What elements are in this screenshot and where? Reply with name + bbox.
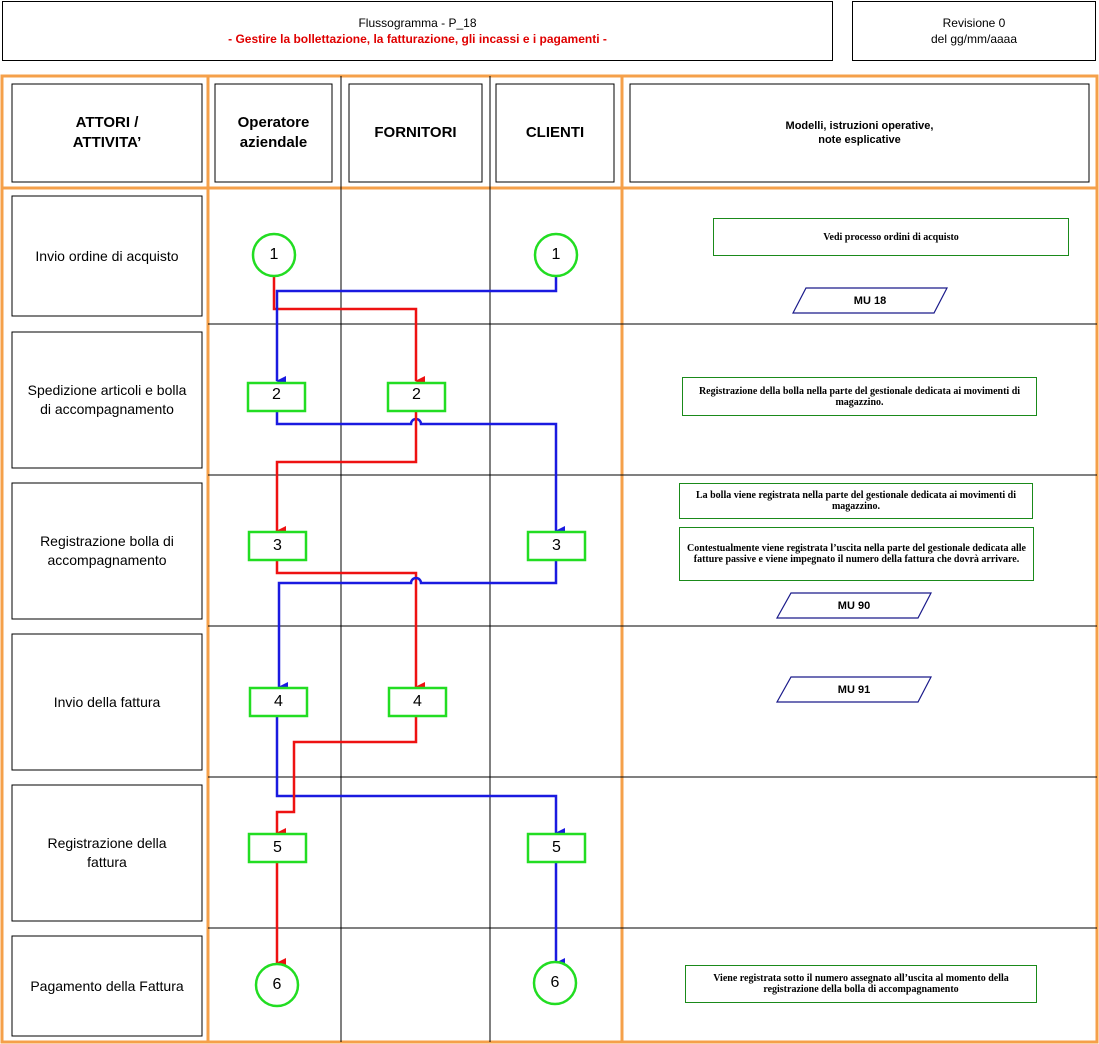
node-label-operator-4: 4 — [274, 693, 283, 710]
row-label-3: Registrazione bolla di accompagnamento — [40, 533, 174, 568]
column-header-operator: Operatore aziendale — [237, 114, 310, 151]
mu90-label: MU 90 — [837, 599, 871, 612]
node-label-client-1: 1 — [551, 246, 561, 263]
model-shapes — [775, 287, 948, 703]
node-label-operator-5: 5 — [273, 839, 282, 856]
row-label-4: Invio della fattura — [53, 693, 161, 710]
flow-red-supplier2-to-operator3 — [275, 411, 418, 536]
diagram-title: Flussogramma - P_18 — [358, 16, 477, 30]
column-header-suppliers: FORNITORI — [374, 124, 457, 141]
node-circle-operator-1 — [251, 232, 297, 278]
node-label-supplier-4: 4 — [413, 693, 422, 710]
node-box-supplier-4 — [387, 686, 448, 718]
node-label-client-3: 3 — [552, 537, 561, 554]
revision-date: del gg/mm/aaaa — [930, 32, 1018, 46]
node-circle-client-6 — [532, 960, 578, 1006]
node-box-operator-3 — [247, 530, 308, 562]
flow-red-1-to-supplier-2 — [272, 276, 425, 386]
column-header-notes: Modelli, istruzioni operative, note espl… — [785, 120, 934, 146]
node-label-operator-3: 3 — [273, 537, 282, 554]
flow-red-operator3-to-supplier4 — [275, 560, 425, 692]
flow-blue-client1-to-operator2 — [275, 276, 558, 386]
node-label-client-5: 5 — [552, 839, 561, 856]
mu18-label: MU 18 — [853, 294, 887, 307]
column-header-actors: ATTORI / ATTIVITA’ — [72, 114, 142, 151]
node-circle-operator-6 — [254, 962, 300, 1008]
revision-box: Revisione 0 del gg/mm/aaaa — [852, 1, 1096, 61]
column-header-clients: CLIENTI — [525, 124, 585, 141]
node-label-supplier-2: 2 — [412, 386, 421, 403]
node-label-operator-2: 2 — [272, 386, 281, 403]
node-circle-client-1 — [533, 232, 579, 278]
flow-blue-client3-to-operator4 — [277, 560, 558, 692]
mu91-shape — [775, 676, 932, 703]
mu91-label: MU 91 — [837, 683, 871, 696]
note-bolla-registered: La bolla viene registrata nella parte de… — [679, 483, 1033, 519]
flow-blue-operator4-to-client5 — [275, 716, 565, 838]
flow-lines — [272, 276, 565, 968]
node-label-client-6: 6 — [550, 974, 560, 991]
node-box-client-3 — [526, 530, 587, 562]
note-bolla-registration: Registrazione della bolla nella parte de… — [682, 377, 1037, 416]
swimlane-frame — [0, 74, 1099, 1044]
row-label-6: Pagamento della Fattura — [30, 977, 184, 994]
note-passive-invoice: Contestualmente viene registrata l’uscit… — [679, 527, 1034, 581]
row-label-1: Invio ordine di acquisto — [35, 247, 179, 264]
node-box-client-5 — [526, 832, 587, 864]
note-see-purchase-orders: Vedi processo ordini di acquisto — [713, 218, 1069, 256]
row-label-2: Spedizione articoli e bolla di accompagn… — [27, 382, 187, 417]
flow-red-supplier4-to-operator5 — [275, 716, 418, 838]
node-box-operator-5 — [247, 832, 308, 864]
revision-number: Revisione 0 — [942, 16, 1006, 30]
mu90-shape — [775, 592, 932, 619]
row-label-boxes — [11, 195, 203, 1037]
column-header-boxes — [11, 83, 1090, 183]
node-label-operator-6: 6 — [272, 976, 282, 993]
node-box-supplier-2 — [386, 381, 447, 413]
header-title-box: Flussogramma - P_18 - Gestire la bollett… — [2, 1, 833, 61]
flow-nodes — [246, 232, 587, 1008]
diagram-subtitle: - Gestire la bollettazione, la fatturazi… — [228, 32, 607, 46]
row-label-5: Registrazione della fattura — [47, 835, 167, 870]
node-box-operator-2 — [246, 381, 307, 413]
mu18-shape — [792, 287, 948, 314]
node-box-operator-4 — [248, 686, 309, 718]
node-label-operator-1: 1 — [269, 246, 279, 263]
note-payment-registration: Viene registrata sotto il numero assegna… — [685, 965, 1037, 1003]
